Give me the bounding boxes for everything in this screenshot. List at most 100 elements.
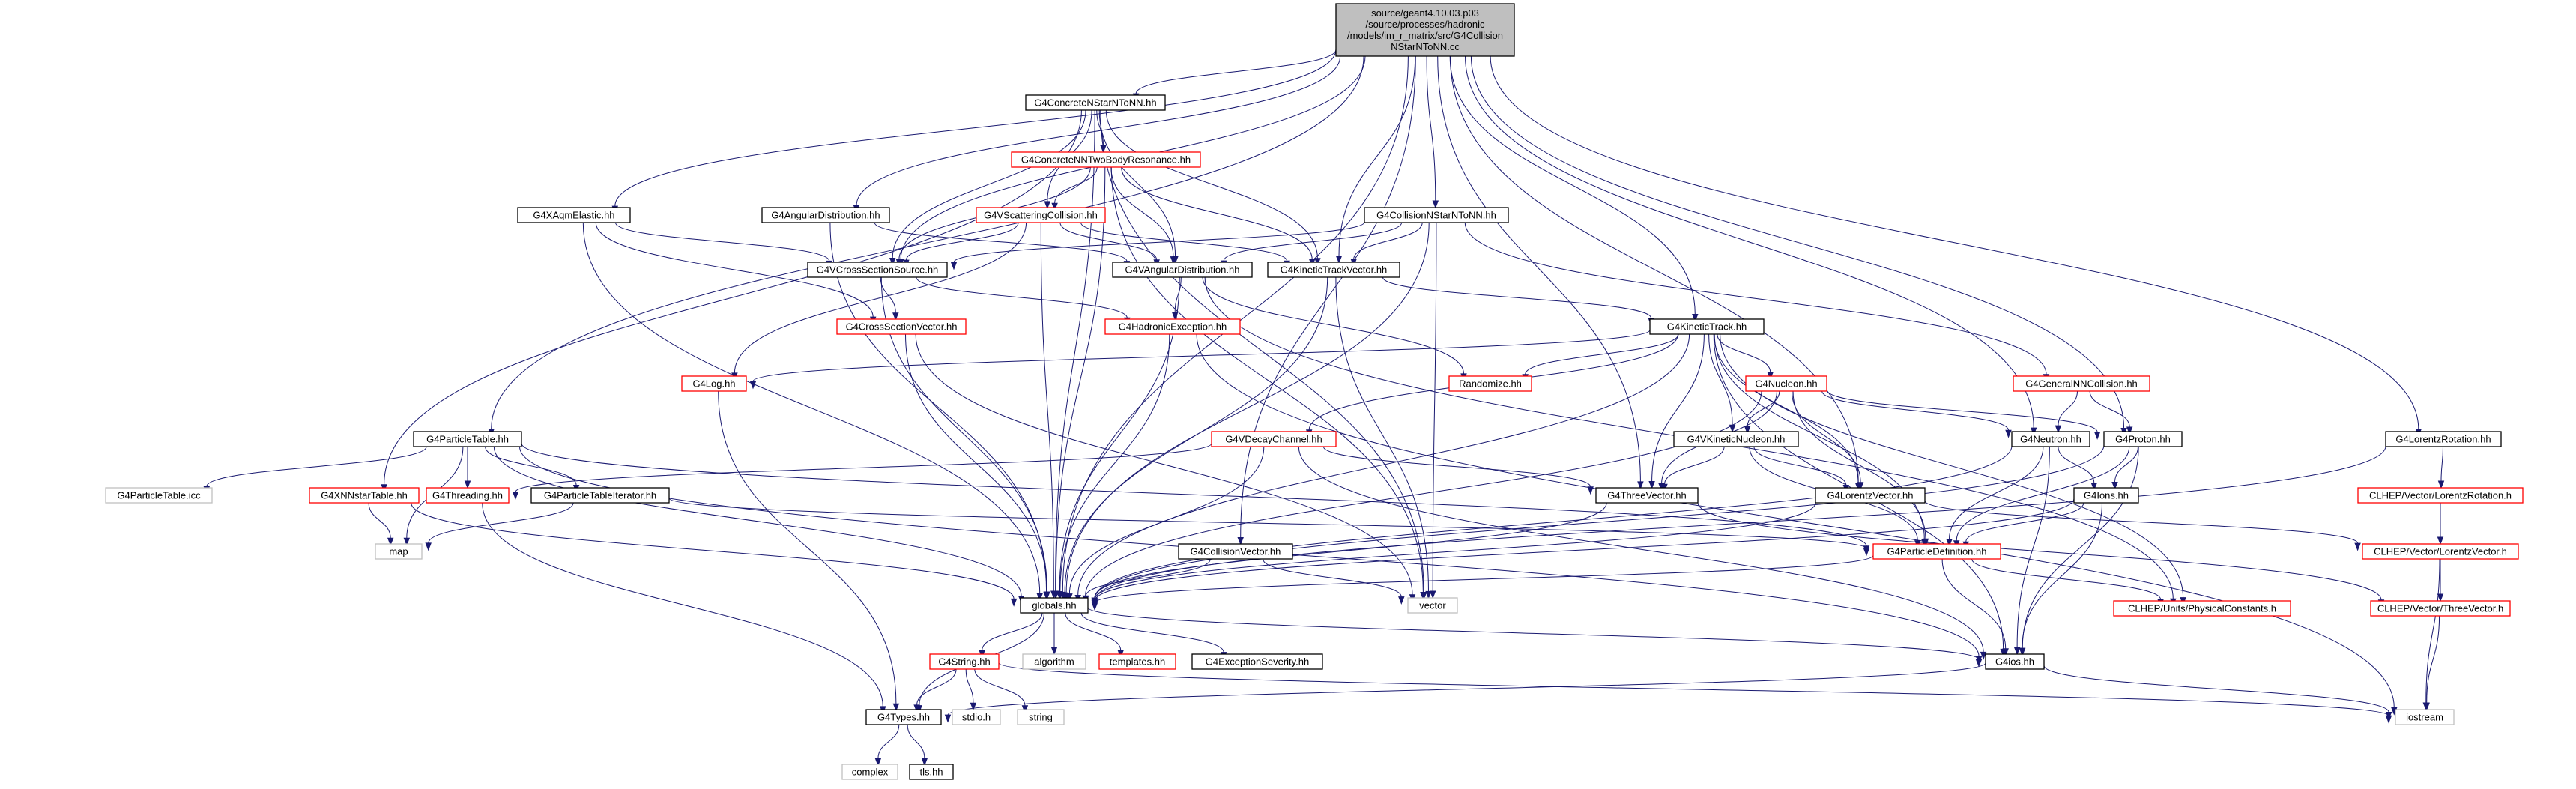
node-label: CLHEP/Vector/ThreeVector.h — [2377, 603, 2503, 614]
node-concrete[interactable]: G4ConcreteNStarNToNN.hh — [1025, 94, 1166, 111]
node-box — [1985, 653, 2045, 670]
edge-kintrack-to-threevec — [1648, 333, 1705, 489]
arrowhead — [1044, 201, 1051, 210]
node-g4string[interactable]: G4String.hh — [929, 653, 1000, 670]
edge-root-to-xaqm — [611, 49, 1337, 214]
arrowhead — [1432, 200, 1439, 209]
node-lorvec[interactable]: G4LorentzVector.hh — [1815, 487, 1926, 504]
arrowhead — [874, 758, 882, 767]
node-vscatt[interactable]: G4VScatteringCollision.hh — [976, 207, 1106, 223]
node-label: G4XAqmElastic.hh — [533, 210, 614, 221]
edge-root-to-lorrot — [1490, 55, 2422, 437]
edge-ions-to-g4ios — [2019, 502, 2102, 656]
node-box — [2395, 709, 2455, 725]
edge-neutron-to-pdef — [1946, 446, 2044, 548]
arrowhead — [1056, 591, 1064, 600]
node-tls[interactable]: tls.hh — [909, 764, 954, 780]
arrowhead — [913, 704, 920, 713]
node-collvec[interactable]: G4CollisionVector.hh — [1178, 543, 1293, 560]
node-vangdist[interactable]: G4VAngularDistribution.hh — [1112, 262, 1253, 278]
node-label: globals.hh — [1032, 600, 1076, 611]
node-ptable[interactable]: G4ParticleTable.hh — [413, 431, 522, 447]
node-label: string — [1029, 712, 1053, 723]
node-clhep_lv[interactable]: CLHEP/Vector/LorentzVector.h — [2362, 543, 2519, 560]
node-clhep_tv[interactable]: CLHEP/Vector/ThreeVector.h — [2370, 600, 2511, 617]
node-lorrot[interactable]: G4LorentzRotation.hh — [2385, 431, 2502, 447]
node-xnn[interactable]: G4XNNstarTable.hh — [309, 487, 420, 504]
node-ktv[interactable]: G4KineticTrackVector.hh — [1267, 262, 1400, 278]
arrowhead — [892, 312, 899, 321]
edge-ktv-to-globals — [1061, 276, 1328, 601]
edge-threevec-to-clhep_tv — [1697, 502, 2385, 608]
node-nucleon[interactable]: G4Nucleon.hh — [1745, 375, 1827, 392]
node-angdist[interactable]: G4AngularDistribution.hh — [761, 207, 890, 223]
node-box — [1872, 543, 2001, 560]
node-label: G4ParticleTable.icc — [117, 490, 201, 501]
node-vdecay[interactable]: G4VDecayChannel.hh — [1211, 431, 1337, 447]
node-collnstar[interactable]: G4CollisionNStarNToNN.hh — [1364, 207, 1509, 223]
node-pdef[interactable]: G4ParticleDefinition.hh — [1872, 543, 2001, 560]
node-hadexc[interactable]: G4HadronicException.hh — [1104, 318, 1241, 335]
node-templates[interactable]: templates.hh — [1098, 653, 1176, 670]
arrowhead — [1587, 486, 1594, 495]
node-box — [2113, 600, 2291, 617]
arrowhead — [892, 703, 900, 712]
node-kintrack[interactable]: G4KineticTrack.hh — [1649, 318, 1765, 335]
node-excsev[interactable]: G4ExceptionSeverity.hh — [1191, 653, 1323, 670]
node-log[interactable]: G4Log.hh — [681, 375, 747, 392]
node-neutron[interactable]: G4Neutron.hh — [2011, 431, 2090, 447]
node-box — [836, 318, 967, 335]
node-g4ios[interactable]: G4ios.hh — [1985, 653, 2045, 670]
node-box — [413, 431, 522, 447]
node-clhep_pc[interactable]: CLHEP/Units/PhysicalConstants.h — [2113, 600, 2291, 617]
edge-g4string-to-string — [974, 668, 1029, 714]
node-label: G4Neutron.hh — [2020, 434, 2081, 445]
node-types[interactable]: G4Types.hh — [865, 709, 942, 725]
node-string: string — [1017, 709, 1065, 725]
node-xaqm[interactable]: G4XAqmElastic.hh — [517, 207, 631, 223]
node-box — [909, 764, 954, 780]
node-cnntbr[interactable]: G4ConcreteNNTwoBodyResonance.hh — [1011, 151, 1201, 168]
edge-vdecay-to-threevec — [1322, 446, 1594, 495]
edge-root-to-lorvec — [1450, 55, 1862, 491]
node-box — [807, 262, 948, 278]
node-csv[interactable]: G4CrossSectionVector.hh — [836, 318, 967, 335]
node-ptableit[interactable]: G4ParticleTableIterator.hh — [530, 487, 670, 504]
arrowhead — [1946, 539, 1953, 548]
node-threading[interactable]: G4Threading.hh — [426, 487, 510, 504]
arrowhead — [1744, 426, 1751, 435]
edge-ptableit-to-map — [425, 502, 574, 551]
node-box — [2370, 600, 2511, 617]
arrowhead — [1922, 538, 1929, 547]
edge-xnn-to-map — [368, 502, 394, 546]
node-label: G4VDecayChannel.hh — [1225, 434, 1322, 445]
node-label: G4CollisionVector.hh — [1191, 546, 1281, 557]
edge-collnstar-to-vector — [1429, 222, 1437, 599]
node-box — [2073, 487, 2139, 504]
node-label: G4Proton.hh — [2115, 434, 2171, 445]
node-clhep_lr[interactable]: CLHEP/Vector/LorentzRotation.h — [2357, 487, 2524, 504]
edge-vkin-to-lorvec — [1753, 446, 1850, 493]
arrowhead — [1051, 202, 1058, 211]
arrowhead — [2354, 542, 2361, 551]
edge-root-to-ktv — [1335, 55, 1416, 264]
node-gennn[interactable]: G4GeneralNNCollision.hh — [2013, 375, 2150, 392]
arrowhead — [2093, 432, 2101, 440]
edge-vcss-to-hadexc — [916, 276, 1131, 326]
node-vcss[interactable]: G4VCrossSectionSource.hh — [807, 262, 948, 278]
node-box — [1448, 375, 1532, 392]
node-stdio: stdio.h — [952, 709, 1001, 725]
node-ions[interactable]: G4Ions.hh — [2073, 487, 2139, 504]
node-threevec[interactable]: G4ThreeVector.hh — [1595, 487, 1699, 504]
node-box — [1017, 709, 1065, 725]
edge-clhep_lv-to-iostream — [2422, 558, 2440, 711]
edge-gennn-to-neutron — [2055, 390, 2078, 434]
edge-vcss-to-csv — [880, 276, 899, 321]
node-vkin[interactable]: G4VKineticNucleon.hh — [1673, 431, 1799, 447]
node-globals[interactable]: globals.hh — [1020, 597, 1089, 614]
node-proton[interactable]: G4Proton.hh — [2103, 431, 2183, 447]
arrowhead — [2126, 426, 2133, 435]
node-random[interactable]: Randomize.hh — [1448, 375, 1532, 392]
node-box — [1595, 487, 1699, 504]
node-box — [309, 487, 420, 504]
